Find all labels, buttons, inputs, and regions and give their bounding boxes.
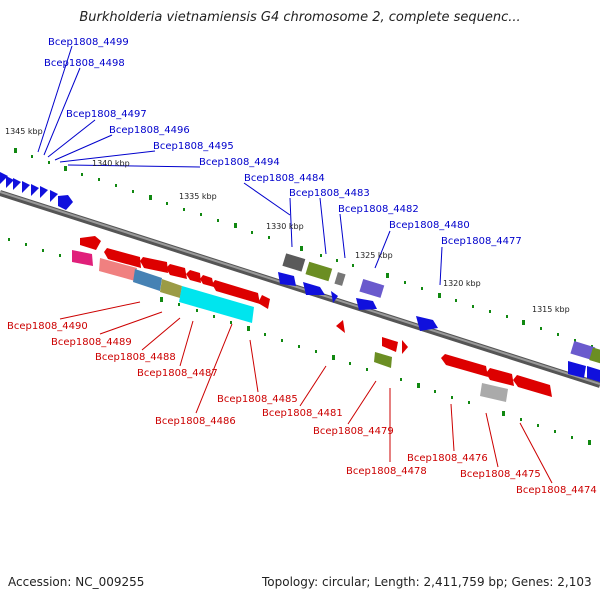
gene-reverse [72, 250, 93, 266]
gene-label-forward: Bcep1808_4497 [66, 109, 147, 120]
gene-forward [282, 253, 306, 272]
ruler-label: 1320 kbp [443, 279, 481, 288]
gene-reverse [441, 354, 488, 377]
gene-forward [40, 186, 48, 198]
forward-gene-labels: Bcep1808_4499 Bcep1808_4498 Bcep1808_449… [44, 37, 522, 247]
gene-label-reverse: Bcep1808_4487 [137, 368, 218, 379]
gene-forward [570, 341, 596, 360]
reverse-leader-lines [59, 301, 553, 484]
gene-forward [303, 282, 325, 295]
gene-forward [13, 178, 21, 190]
gene-label-forward: Bcep1808_4477 [441, 236, 522, 247]
gene-forward [58, 195, 73, 210]
gene-label-forward: Bcep1808_4498 [44, 58, 125, 69]
gene-reverse [99, 258, 137, 281]
forward-leader-lines [37, 45, 443, 286]
gene-label-forward: Bcep1808_4480 [389, 220, 470, 231]
gene-forward [587, 366, 600, 382]
gene-reverse [480, 383, 508, 402]
gene-forward [305, 261, 333, 282]
reverse-strand-genes [72, 236, 552, 402]
gene-reverse [513, 375, 552, 397]
gene-forward [0, 172, 8, 184]
gene-forward [331, 291, 338, 303]
gene-reverse [166, 264, 187, 279]
backbone-highlight [0, 191, 600, 385]
forward-strand-genes [0, 172, 600, 382]
gene-label-reverse: Bcep1808_4486 [155, 416, 236, 427]
gene-reverse [186, 270, 201, 283]
ruler-label: 1315 kbp [532, 305, 570, 314]
ruler-labels: 1345 kbp 1340 kbp 1335 kbp 1330 kbp 1325… [5, 127, 570, 314]
gene-label-forward: Bcep1808_4483 [289, 188, 370, 199]
gene-label-reverse: Bcep1808_4485 [217, 394, 298, 405]
gene-forward [22, 181, 30, 193]
gene-reverse [179, 286, 254, 323]
topology-text: Topology: circular; Length: 2,411,759 bp… [262, 575, 592, 589]
gene-forward [6, 176, 14, 188]
gene-label-reverse: Bcep1808_4479 [313, 426, 394, 437]
map-title: Burkholderia vietnamiensis G4 chromosome… [79, 10, 521, 25]
gene-reverse [140, 257, 168, 273]
ruler-label: 1340 kbp [92, 159, 130, 168]
gene-forward [359, 279, 385, 298]
gene-reverse [160, 279, 182, 298]
gene-reverse [200, 275, 214, 287]
ruler-label: 1345 kbp [5, 127, 43, 136]
gene-label-reverse: Bcep1808_4490 [7, 321, 88, 332]
gene-reverse [336, 320, 345, 333]
gene-label-forward: Bcep1808_4495 [153, 141, 234, 152]
gene-forward [334, 272, 346, 286]
ruler-label: 1325 kbp [355, 251, 393, 260]
gene-reverse [258, 295, 270, 309]
gene-reverse [402, 340, 408, 354]
gene-label-reverse: Bcep1808_4475 [460, 469, 541, 480]
gene-forward [278, 272, 296, 286]
gene-reverse [104, 248, 141, 268]
gene-label-forward: Bcep1808_4496 [109, 125, 190, 136]
gene-label-reverse: Bcep1808_4488 [95, 352, 176, 363]
gene-forward [416, 316, 438, 331]
reverse-gene-labels: Bcep1808_4490 Bcep1808_4489 Bcep1808_448… [7, 321, 597, 496]
gene-label-reverse: Bcep1808_4474 [516, 485, 597, 496]
gene-label-forward: Bcep1808_4484 [244, 173, 325, 184]
gene-forward [589, 347, 600, 364]
gene-label-reverse: Bcep1808_4476 [407, 453, 488, 464]
gene-forward [31, 184, 39, 196]
gene-reverse [133, 269, 162, 291]
gene-label-reverse: Bcep1808_4478 [346, 466, 427, 477]
gene-reverse [80, 236, 101, 250]
gene-label-reverse: Bcep1808_4489 [51, 337, 132, 348]
gene-forward [50, 190, 58, 202]
gene-forward [568, 361, 586, 378]
gene-label-forward: Bcep1808_4499 [48, 37, 129, 48]
gene-label-forward: Bcep1808_4494 [199, 157, 280, 168]
gene-reverse [212, 280, 260, 304]
gene-reverse [486, 368, 514, 386]
gene-label-forward: Bcep1808_4482 [338, 204, 419, 215]
gene-forward [356, 298, 377, 310]
gene-reverse [374, 352, 392, 368]
gene-label-reverse: Bcep1808_4481 [262, 408, 343, 419]
accession-text: Accession: NC_009255 [8, 575, 145, 589]
ruler-label: 1330 kbp [266, 222, 304, 231]
ruler-label: 1335 kbp [179, 192, 217, 201]
gene-reverse [382, 337, 398, 352]
inner-tick-row [8, 238, 591, 445]
